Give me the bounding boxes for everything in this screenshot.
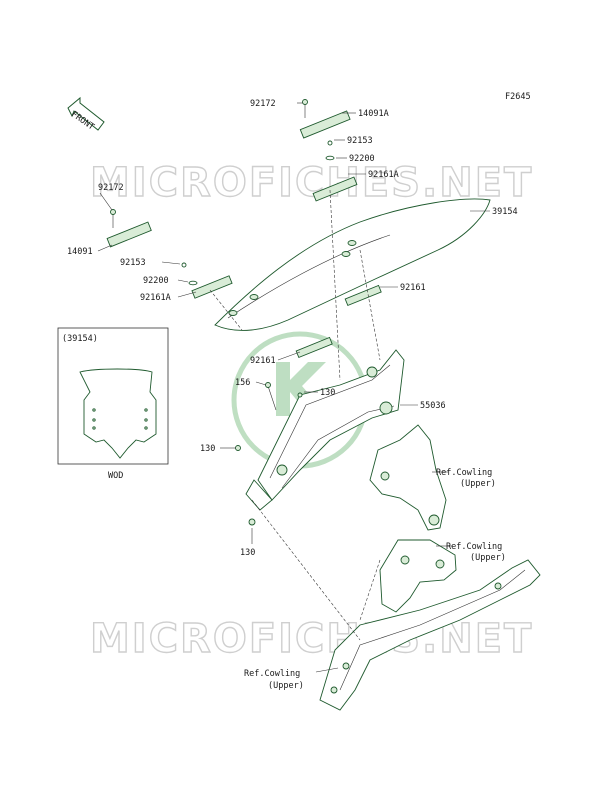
ref-cowling-3-line1: Ref.Cowling [244, 669, 300, 679]
callout-92153-top: 92153 [347, 136, 373, 146]
ref-cowling-1-line2: (Upper) [460, 479, 496, 489]
ref-cowling-2-line1: Ref.Cowling [446, 542, 502, 552]
inset-header: (39154) [62, 334, 98, 344]
cowling-frame-lower [319, 559, 541, 711]
ref-cowling-1-line1: Ref.Cowling [436, 468, 492, 478]
callout-92161a-left: 92161A [140, 293, 171, 303]
callout-55036: 55036 [420, 401, 446, 411]
callout-14091a: 14091A [358, 109, 389, 119]
ref-cowling-2-line2: (Upper) [470, 553, 506, 563]
watermark-bottom: MICROFICHES.NET [90, 616, 533, 662]
callout-130-upper: 130 [320, 388, 335, 398]
callout-92200-left: 92200 [143, 276, 169, 286]
front-arrow-icon: FRONT [67, 96, 105, 132]
inset-windshield [79, 368, 157, 459]
inset-box: (39154) WOD [57, 327, 169, 481]
ref-cowling-3-line2: (Upper) [268, 681, 304, 691]
cowling-bracket-upper [369, 424, 447, 531]
callout-92172-top: 92172 [250, 99, 276, 109]
windshield-39154 [214, 198, 491, 331]
watermark-top: MICROFICHES.NET [90, 160, 533, 206]
cowling-bracket-middle [379, 539, 457, 613]
callout-130-bottom: 130 [240, 548, 255, 558]
callout-14091: 14091 [67, 247, 93, 257]
callout-39154: 39154 [492, 207, 518, 217]
callout-92161-right: 92161 [400, 283, 426, 293]
callout-156: 156 [235, 378, 250, 388]
figure-code: F2645 [505, 92, 531, 102]
callout-92161a-top: 92161A [368, 170, 399, 180]
callout-92153-left: 92153 [120, 258, 146, 268]
callout-130-left: 130 [200, 444, 215, 454]
inset-caption: WOD [108, 471, 123, 481]
callout-92200-top: 92200 [349, 154, 375, 164]
callout-92161-center: 92161 [250, 356, 276, 366]
callout-92172-left: 92172 [98, 183, 124, 193]
